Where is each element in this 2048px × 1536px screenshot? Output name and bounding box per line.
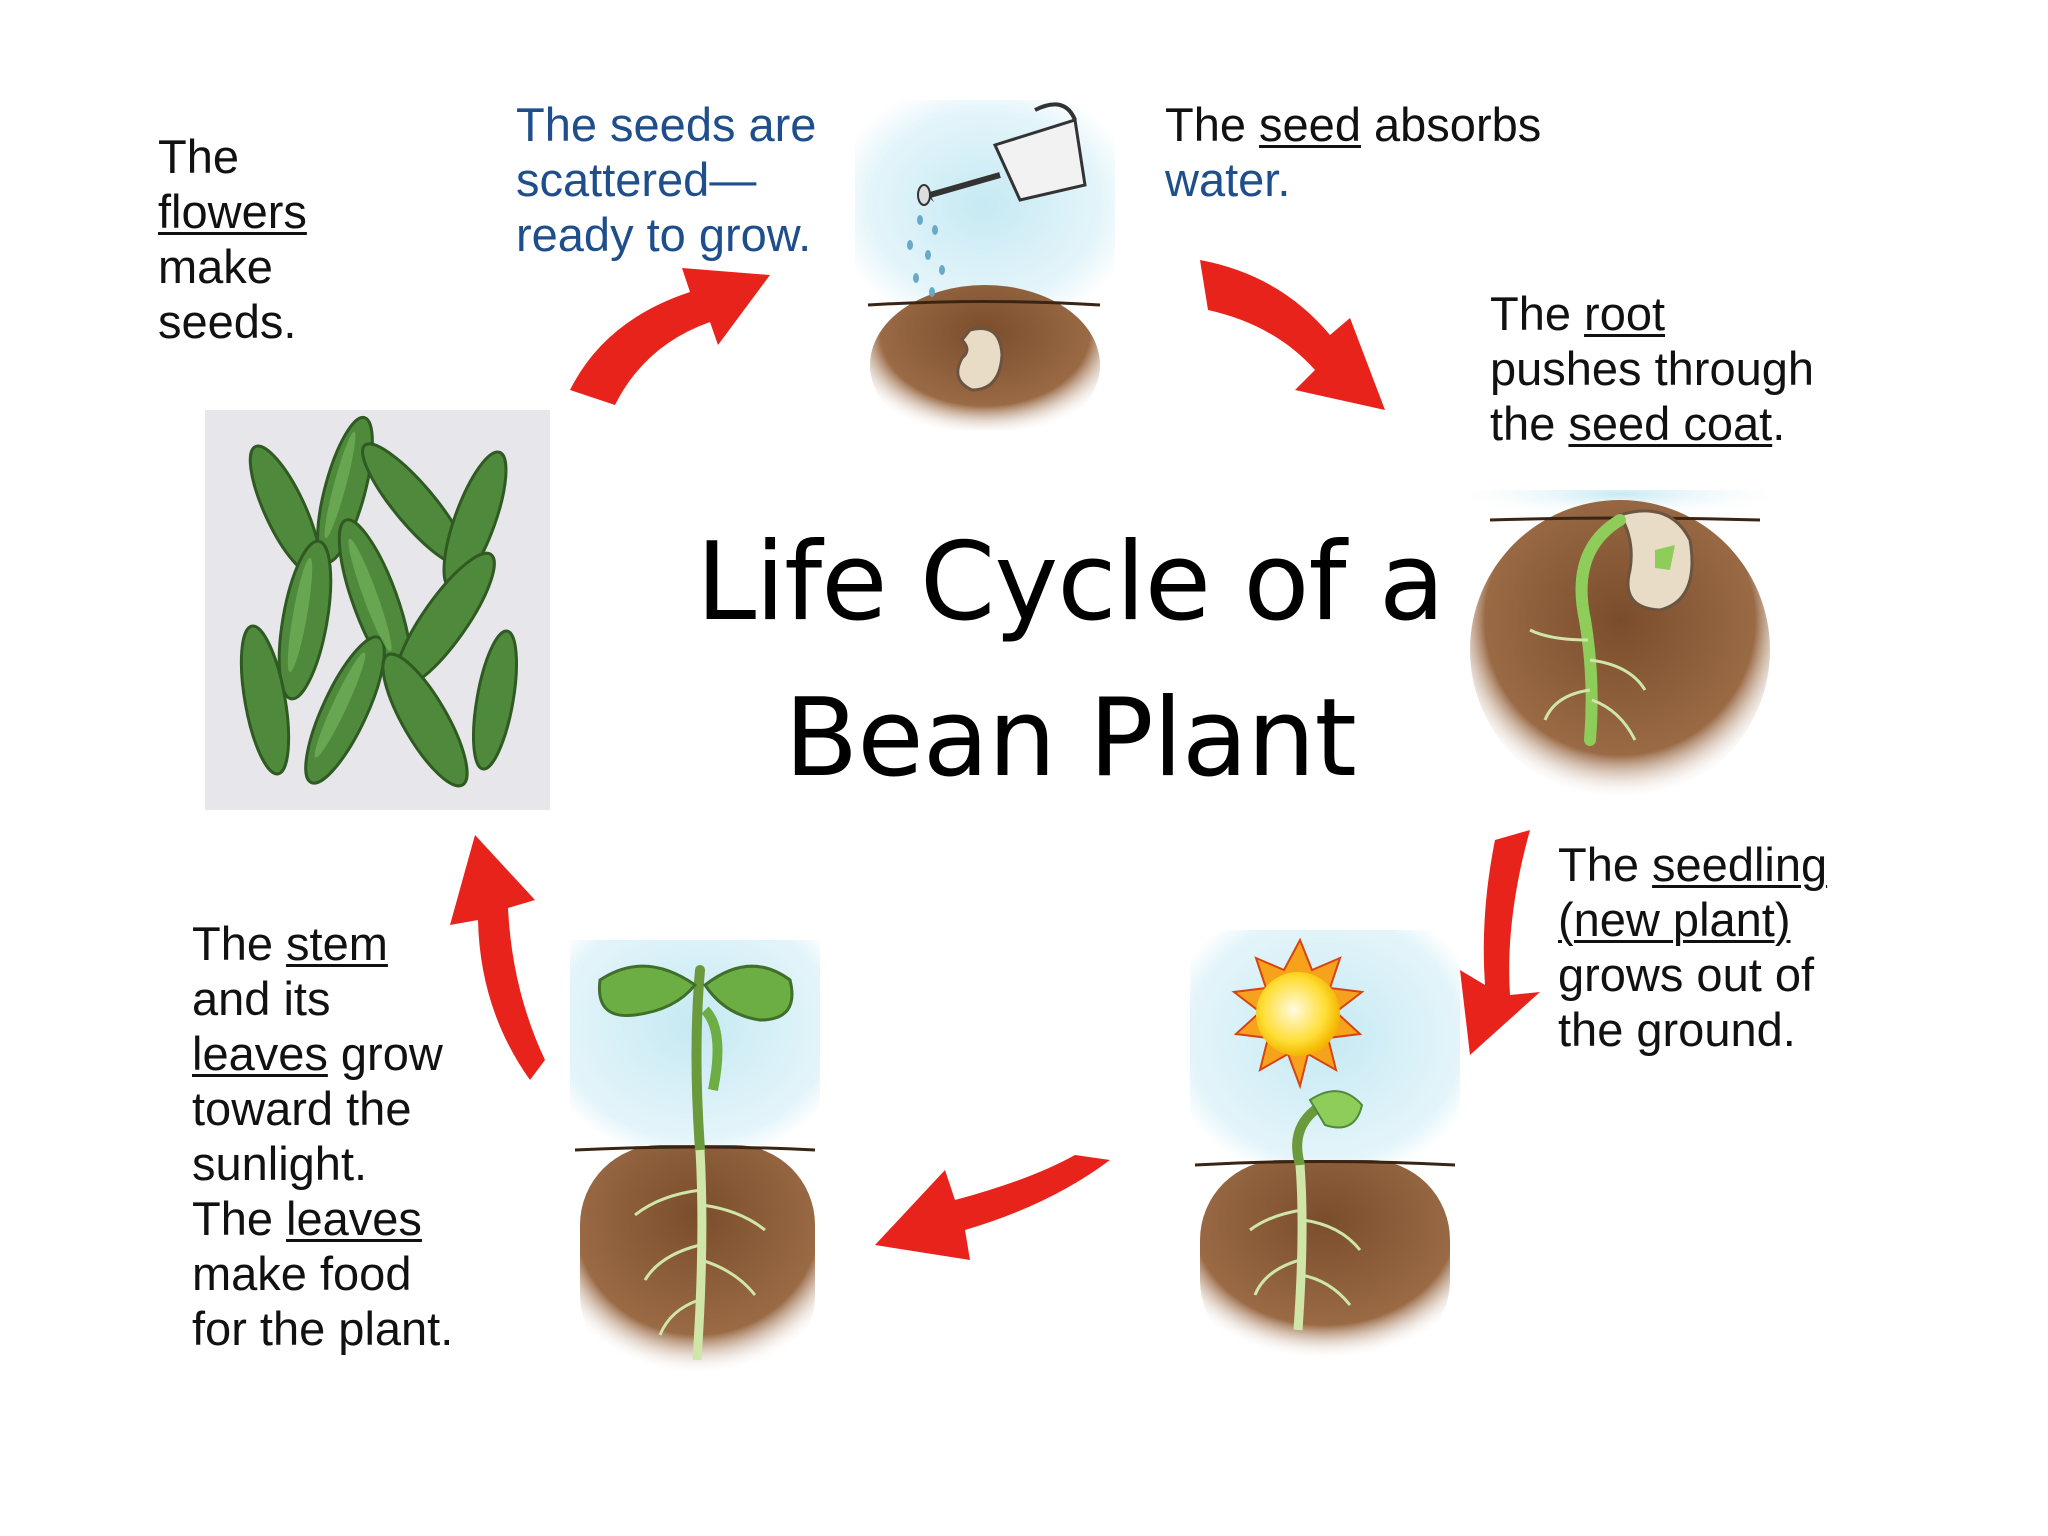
plant-root <box>692 1149 707 1361</box>
label-text: grow <box>327 1026 443 1080</box>
label-line: toward the <box>192 1081 412 1135</box>
young-plant-illustration <box>570 940 820 1375</box>
label-line: The seed absorbs <box>1165 98 1541 153</box>
label-text: . <box>1772 396 1786 450</box>
soil <box>1200 1160 1450 1360</box>
leaf-right <box>702 964 794 1022</box>
label-line: leaves grow <box>192 1027 453 1082</box>
title-line-1: Life Cycle of a <box>695 520 1445 645</box>
label-seeds-scattered: The seeds are scattered— ready to grow. <box>516 98 816 263</box>
label-line: seeds. <box>158 294 297 348</box>
pod-hanging <box>701 1006 723 1091</box>
diagram-title: Life Cycle of a Bean Plant <box>660 505 1480 816</box>
arrow-water-to-root <box>1200 260 1385 410</box>
pod-highlights <box>287 431 392 758</box>
label-line: The leaves <box>192 1192 453 1247</box>
ground-line <box>867 300 1101 307</box>
soil <box>1470 500 1770 800</box>
label-line: make <box>158 239 273 293</box>
root-emerging-illustration <box>1470 490 1770 800</box>
bean-pods-image <box>205 410 550 810</box>
label-flowers-make-seeds: The flowers make seeds. <box>158 130 307 350</box>
label-line: The <box>158 130 239 183</box>
label-line: grows out of <box>1558 947 1815 1001</box>
label-term-seedling: seedling <box>1652 838 1828 891</box>
label-line: and its <box>192 971 331 1025</box>
label-text: The <box>1490 287 1585 340</box>
label-term-seed: seed <box>1259 98 1361 151</box>
label-term-leaves: leaves <box>192 1026 328 1080</box>
label-line: for the plant. <box>192 1301 454 1355</box>
label-line: sunlight. <box>192 1136 368 1190</box>
label-text: the <box>1490 396 1569 450</box>
label-term-seed-coat: seed coat <box>1568 396 1773 450</box>
root-hairs <box>1249 1208 1362 1306</box>
label-term-stem: stem <box>286 917 388 970</box>
sun-icon <box>1231 937 1365 1090</box>
root-shoot <box>1575 514 1626 746</box>
label-text: The <box>1165 98 1260 151</box>
water-drops <box>907 215 945 297</box>
label-line: ready to grow. <box>516 207 812 261</box>
watering-can-icon <box>917 102 1087 206</box>
label-line: the ground. <box>1558 1002 1796 1056</box>
label-seed-absorbs-water: The seed absorbs water. <box>1165 98 1541 208</box>
seed-leaf <box>1655 545 1675 570</box>
arrow-plant-to-pods <box>450 835 545 1080</box>
label-term-new-plant: (new plant) <box>1558 892 1791 946</box>
label-line: pushes through <box>1490 341 1815 395</box>
arrow-root-to-seedling <box>1460 830 1540 1055</box>
ground-line <box>1194 1160 1456 1167</box>
label-line: The root <box>1490 287 1814 342</box>
label-line: make food <box>192 1246 412 1300</box>
label-line: the seed coat. <box>1490 397 1814 452</box>
label-line: water. <box>1165 152 1291 206</box>
root-hairs <box>1529 628 1647 741</box>
seedling-sun-illustration <box>1190 930 1460 1360</box>
plant-stem <box>691 965 705 1155</box>
label-line: The seeds are <box>516 98 817 151</box>
seed-watering-illustration <box>855 100 1115 430</box>
label-line: scattered— <box>516 152 757 206</box>
seedling-leaves <box>1308 1090 1364 1129</box>
label-text: The <box>1558 838 1653 891</box>
label-stem-leaves: The stem and its leaves grow toward the … <box>192 917 453 1357</box>
label-term-flowers: flowers <box>158 184 307 238</box>
label-text: absorbs <box>1360 98 1542 151</box>
root-hairs <box>634 1188 766 1336</box>
label-root-pushes: The root pushes through the seed coat. <box>1490 287 1814 452</box>
label-line: The seedling <box>1558 838 1827 893</box>
label-line: The stem <box>192 917 453 972</box>
bean-seed <box>956 327 1004 392</box>
seedling-root <box>1293 1164 1307 1331</box>
label-term-root: root <box>1584 287 1666 340</box>
seedling-stem <box>1292 1105 1320 1170</box>
arrow-pods-to-seeds <box>570 268 770 405</box>
arrow-seedling-to-plant <box>875 1155 1110 1260</box>
label-text: The <box>192 917 287 970</box>
label-term-leaves: leaves <box>286 1191 422 1245</box>
label-text: The <box>192 1191 287 1245</box>
title-line-2: Bean Plant <box>784 675 1357 801</box>
leaf-left <box>597 964 698 1018</box>
label-seedling-grows: The seedling (new plant) grows out of th… <box>1558 838 1827 1058</box>
